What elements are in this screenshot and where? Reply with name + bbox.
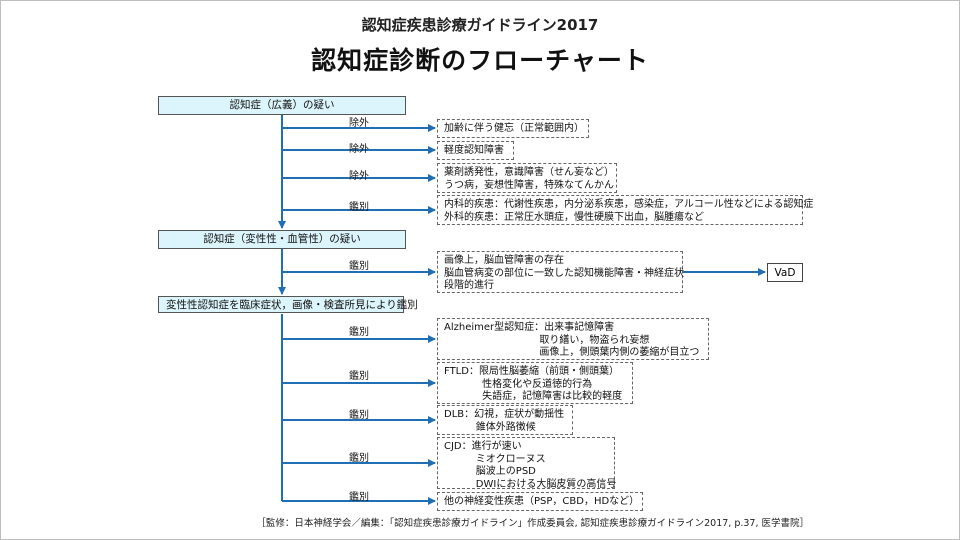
node-dlb: DLB：幻視，症状が動揺性 錐体外路徴候 [437, 405, 573, 435]
edge-label-differentiate: 鑑別 [349, 371, 369, 382]
node-mci: 軽度認知障害 [437, 141, 514, 160]
node-line: 薬剤誘発性，意識障害（せん妄など） [444, 167, 614, 178]
edge-label-exclude: 除外 [349, 118, 369, 129]
node-line: 画像上，脳血管障害の存在 [444, 255, 564, 266]
node-line: CJD：進行が速い [444, 441, 522, 452]
main-box-degenerative-vascular: 認知症（変性性・血管性）の疑い [158, 230, 406, 249]
node-line: Alzheimer型認知症：出来事記憶障害 [444, 322, 615, 333]
edge-label-differentiate: 鑑別 [349, 492, 369, 503]
node-line: DLB：幻視，症状が動揺性 [444, 409, 565, 420]
node-drug-induced: 薬剤誘発性，意識障害（せん妄など） うつ病，妄想性障害，特殊なてんかん [437, 163, 617, 193]
node-line: 外科的疾患：正常圧水頭症，慢性硬膜下出血，脳腫瘍など [444, 211, 704, 223]
node-line: ミオクローヌス [444, 453, 546, 465]
node-line: 脳血管病変の部位に一致した認知機能障害・神経症状 [444, 267, 684, 279]
edge-label-differentiate: 鑑別 [349, 202, 369, 213]
node-vad: VaD [767, 263, 803, 282]
node-line: 画像上，側頭葉内側の萎縮が目立つ [444, 347, 700, 358]
node-line: 性格変化や反道徳的行為 [444, 378, 593, 390]
node-line: 加齢に伴う健忘（正常範囲内） [444, 123, 584, 134]
node-other-neurodegenerative: 他の神経変性疾患（PSP，CBD，HDなど） [437, 492, 643, 511]
node-cjd: CJD：進行が速い ミオクローヌス 脳波上のPSD DWIにおける大脳皮質の高信… [437, 437, 617, 490]
node-line: 失語症，記憶障害は比較的軽度 [444, 391, 623, 402]
main-box-differential: 変性性認知症を臨床症状，画像・検査所見により鑑別 [158, 296, 418, 313]
node-line: FTLD：限局性脳萎縮（前頭・側頭葉） [444, 366, 619, 377]
node-line: 取り繕い，物盗られ妄想 [444, 334, 650, 346]
edge-label-exclude: 除外 [349, 144, 369, 155]
node-line: 内科的疾患：代謝性疾患，内分泌系疾患，感染症，アルコール性などによる認知症 [444, 199, 814, 210]
node-line: 段階的進行 [444, 280, 494, 291]
edge-label-differentiate: 鑑別 [349, 410, 369, 421]
node-line: DWIにおける大脳皮質の高信号 [444, 478, 617, 490]
edge-label-differentiate: 鑑別 [349, 453, 369, 464]
node-line: 他の神経変性疾患（PSP，CBD，HDなど） [444, 496, 640, 507]
node-medical-surgical: 内科的疾患：代謝性疾患，内分泌系疾患，感染症，アルコール性などによる認知症 外科… [437, 195, 814, 225]
node-line: 錐体外路徴候 [444, 421, 536, 433]
node-age-related-forgetfulness: 加齢に伴う健忘（正常範囲内） [437, 119, 589, 138]
main-box-suspected-dementia: 認知症（広義）の疑い [158, 96, 406, 115]
edge-label-exclude: 除外 [349, 171, 369, 182]
node-line: うつ病，妄想性障害，特殊なてんかん [444, 179, 614, 191]
citation-footer: ［監修：日本神経学会／編集：「認知症疾患診療ガイドライン」作成委員会, 認知症疾… [256, 518, 809, 529]
edge-label-differentiate: 鑑別 [349, 327, 369, 338]
node-line: 脳波上のPSD [444, 466, 536, 477]
guideline-subtitle: 認知症疾患診療ガイドライン2017 [361, 16, 599, 34]
page-title: 認知症診断のフローチャート [311, 46, 649, 75]
node-line: 軽度認知障害 [444, 145, 504, 156]
node-vascular-findings: 画像上，脳血管障害の存在 脳血管病変の部位に一致した認知機能障害・神経症状 段階… [437, 251, 684, 293]
edge-label-differentiate: 鑑別 [349, 261, 369, 272]
node-alzheimer: Alzheimer型認知症：出来事記憶障害 取り繕い，物盗られ妄想 画像上，側頭… [437, 318, 709, 360]
node-ftld: FTLD：限局性脳萎縮（前頭・側頭葉） 性格変化や反道徳的行為 失語症，記憶障害… [437, 362, 633, 404]
